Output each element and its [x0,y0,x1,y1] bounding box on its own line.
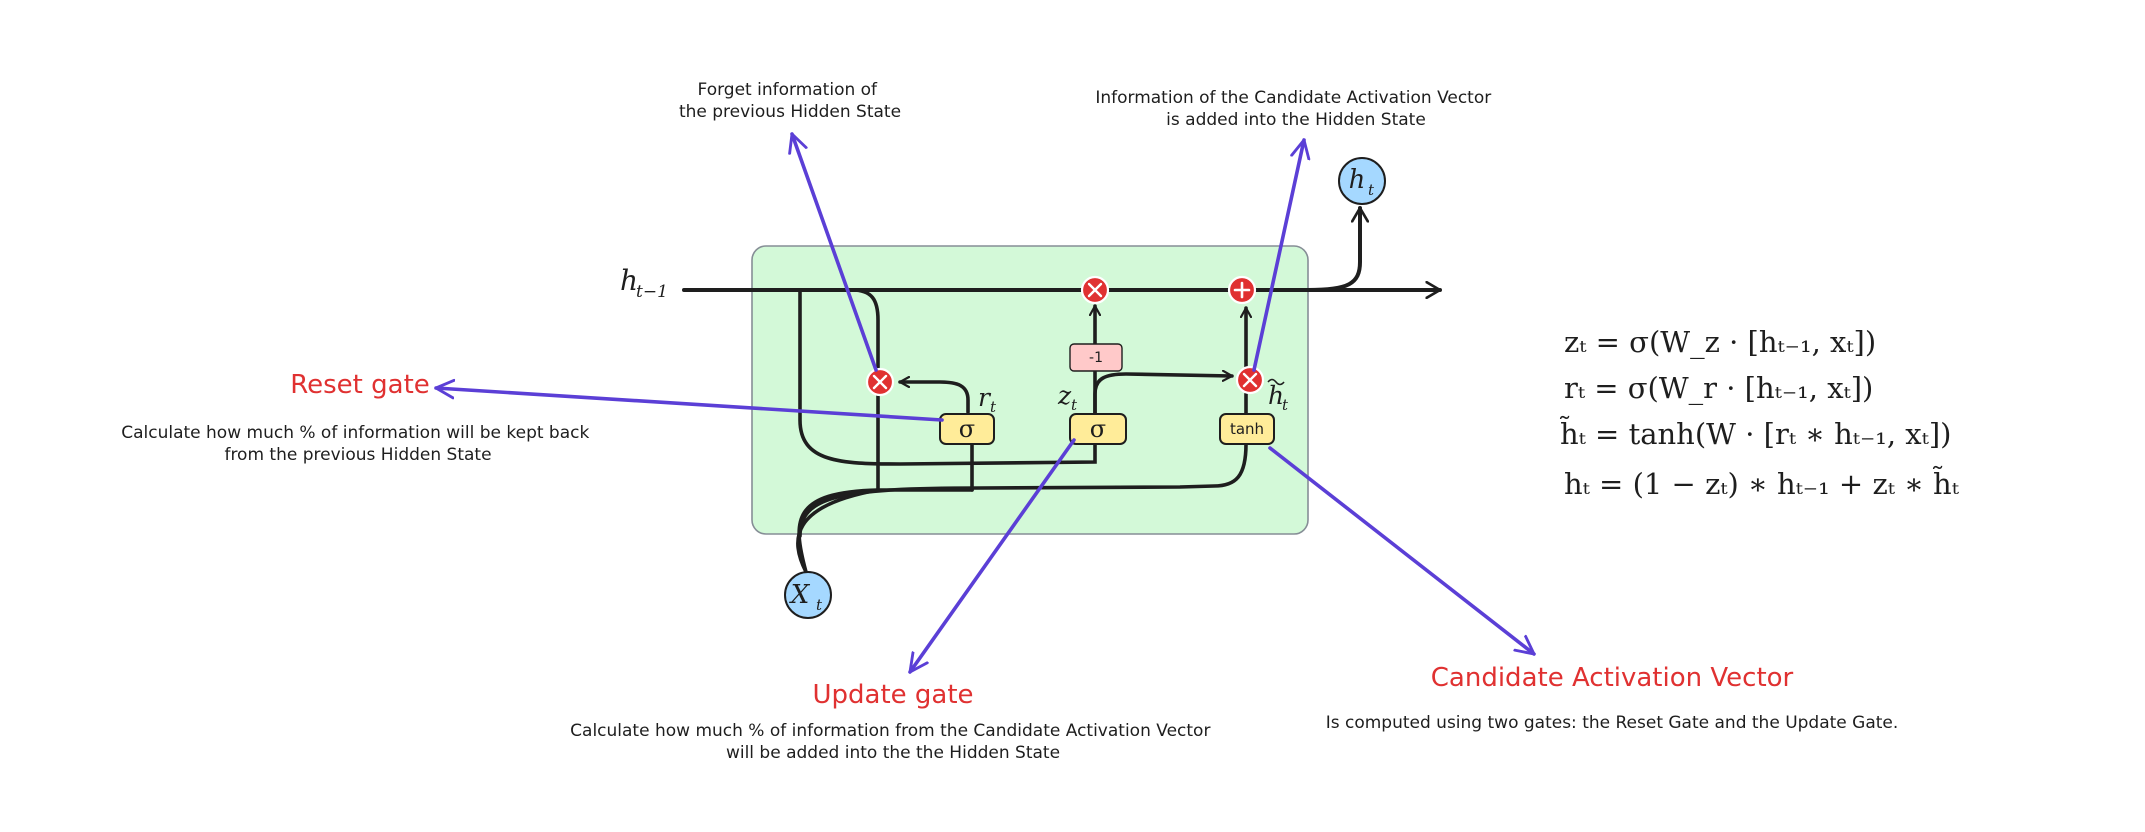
input-node-sub: t [816,596,823,614]
z-label: z [1057,381,1072,410]
reset-gate-title: Reset gate [290,370,430,400]
wire-bottom-bus [798,442,1248,538]
reset-gate-sigma-box [939,413,995,445]
r-sub: t [990,398,997,416]
negate-box [1069,343,1123,372]
htilde-sub: t [1282,396,1289,414]
candidate-vector-title: Candidate Activation Vector [1431,663,1794,693]
reset-multiply-icon [865,367,895,397]
candidate-multiply-icon [1235,365,1265,395]
arrow-candidate [1268,446,1536,656]
arrow-forget [792,132,878,372]
input-node-label: X [789,580,811,610]
htilde-label: h [1268,381,1284,410]
arrow-candidate-added [1252,138,1304,372]
wire-prev-hidden-down [798,288,1097,466]
wire-update-to-candidate-multiply [1093,374,1234,416]
equation-candidate: h̃ₜ = tanh(W · [rₜ ∗ hₜ₋₁, xₜ]) [1560,416,1952,451]
negate-label: -1 [1089,350,1103,366]
output-node [1338,157,1386,205]
output-node-sub: t [1368,181,1375,199]
input-node [784,571,832,619]
update-gate-sigma-box [1069,413,1127,445]
reset-gate-description: Calculate how much % of information will… [121,423,595,465]
arrow-update [908,438,1076,674]
equation-reset: rₜ = σ(W_r · [hₜ₋₁, xₜ]) [1564,371,1873,406]
output-branch-arrow [1306,206,1360,292]
tanh-gate-box [1219,413,1275,445]
forget-annotation: Forget information of the previous Hidde… [679,80,901,122]
candidate-added-annotation: Information of the Candidate Activation … [1095,88,1496,130]
tanh-gate-label: tanh [1230,420,1264,438]
gru-cell-box [751,245,1309,535]
wire-input-main [796,488,880,574]
htilde-tilde [1267,378,1285,386]
wire-reset-to-multiply [898,382,970,414]
output-node-label: h [1349,165,1366,195]
reset-gate-sigma: σ [959,415,975,443]
equation-update: zₜ = σ(W_z · [hₜ₋₁, xₜ]) [1564,325,1876,360]
prev-hidden-label: h [620,264,638,297]
prev-hidden-sub: t−1 [636,282,668,302]
update-gate-sigma: σ [1090,415,1106,443]
update-gate-title: Update gate [812,680,973,710]
z-sub: t [1071,396,1078,414]
update-gate-description: Calculate how much % of information from… [570,721,1216,763]
forget-multiply-icon [1080,275,1110,305]
wire-prev-hidden-right [850,288,880,492]
r-label: r [978,383,992,412]
candidate-vector-description: Is computed using two gates: the Reset G… [1326,713,1899,733]
arrow-reset [434,388,944,422]
equation-hidden: hₜ = (1 − zₜ) ∗ hₜ₋₁ + zₜ ∗ h̃ₜ [1564,466,1960,501]
add-plus-icon [1227,275,1257,305]
